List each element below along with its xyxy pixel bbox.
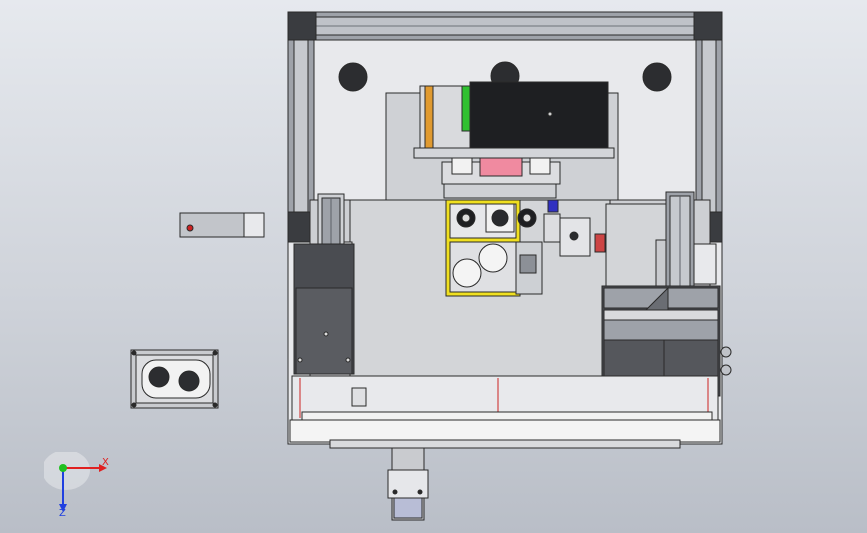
pink-block <box>479 157 523 177</box>
motor-block <box>469 81 609 149</box>
coordinate-triad: X Z <box>44 452 109 518</box>
front-plate <box>289 419 721 443</box>
roller <box>478 243 508 273</box>
mount-hole <box>642 62 672 92</box>
roller <box>452 258 482 288</box>
x-axis-label: X <box>102 457 109 468</box>
blue-marker <box>547 199 559 213</box>
mount-hole <box>338 62 368 92</box>
y-axis-dot <box>59 464 67 472</box>
z-axis-label: Z <box>59 508 66 518</box>
